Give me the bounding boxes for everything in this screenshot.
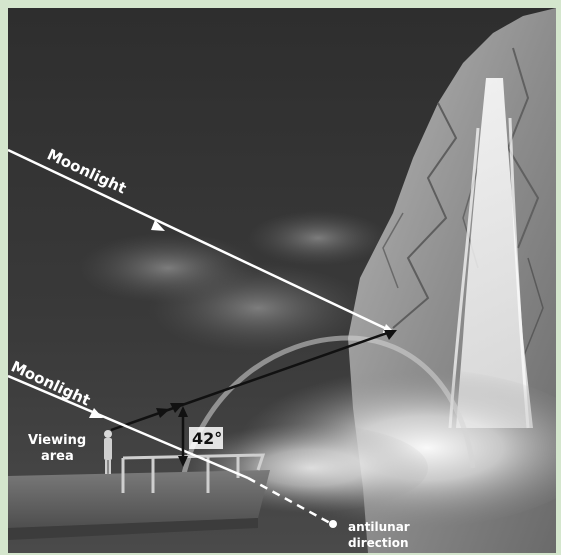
observer-body [104, 438, 112, 460]
mist-cloud [248, 210, 388, 266]
viewing-area-label-line2: area [41, 449, 74, 464]
angle-label: 42° [192, 429, 222, 448]
antilunar-point [329, 520, 337, 528]
viewing-area-label-line1: Viewing [28, 433, 86, 448]
observer-leg [105, 460, 108, 474]
diagram-canvas: Moonlight Moonlight 42° Viewing area ant… [8, 8, 556, 553]
antilunar-label-line1: antilunar [348, 520, 410, 534]
moonbow-diagram: Moonlight Moonlight 42° Viewing area ant… [8, 8, 556, 553]
antilunar-label-line2: direction [348, 536, 409, 550]
observer-leg [109, 460, 112, 474]
mist-cloud [78, 233, 258, 303]
observer-head [104, 430, 112, 438]
